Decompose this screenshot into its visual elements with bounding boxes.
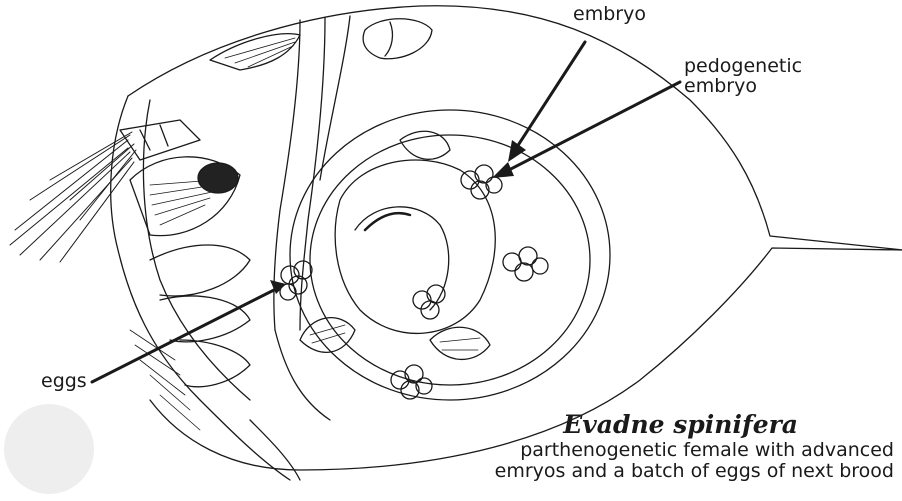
pedogenetic-embryo-label: pedogenetic embryo [684,56,802,96]
caption-description: parthenogenetic female with advanced emr… [495,440,894,482]
limb-3 [180,340,250,387]
eggs-label: eggs [41,371,87,391]
pedogenetic-label-line2: embryo [684,76,802,96]
embryo-label: embryo [573,4,646,24]
brood-pouch-inner [310,135,590,385]
pedogenetic-label-line1: pedogenetic [684,56,802,76]
gray-circle-overlay [4,404,94,494]
antenna-bristles [10,132,136,262]
eye-pigment [198,163,238,193]
fan-embryo-2 [430,327,490,359]
head-outline [111,96,290,480]
embryo-arrow [515,42,585,150]
embryo-clusters [391,165,548,399]
species-title: Evadne spinifera [495,410,798,440]
caption-line-1: parthenogenetic female with advanced [495,440,894,461]
limb-1 [150,245,250,296]
dorsal-fan [210,34,300,70]
figure-caption: Evadne spinifera parthenogenetic female … [495,410,894,482]
eggs-cluster [280,261,312,300]
caption-line-2: emryos and a batch of eggs of next brood [495,461,894,482]
limb-2 [160,296,250,342]
fat-cell [363,19,432,59]
brood-pouch [290,110,610,400]
